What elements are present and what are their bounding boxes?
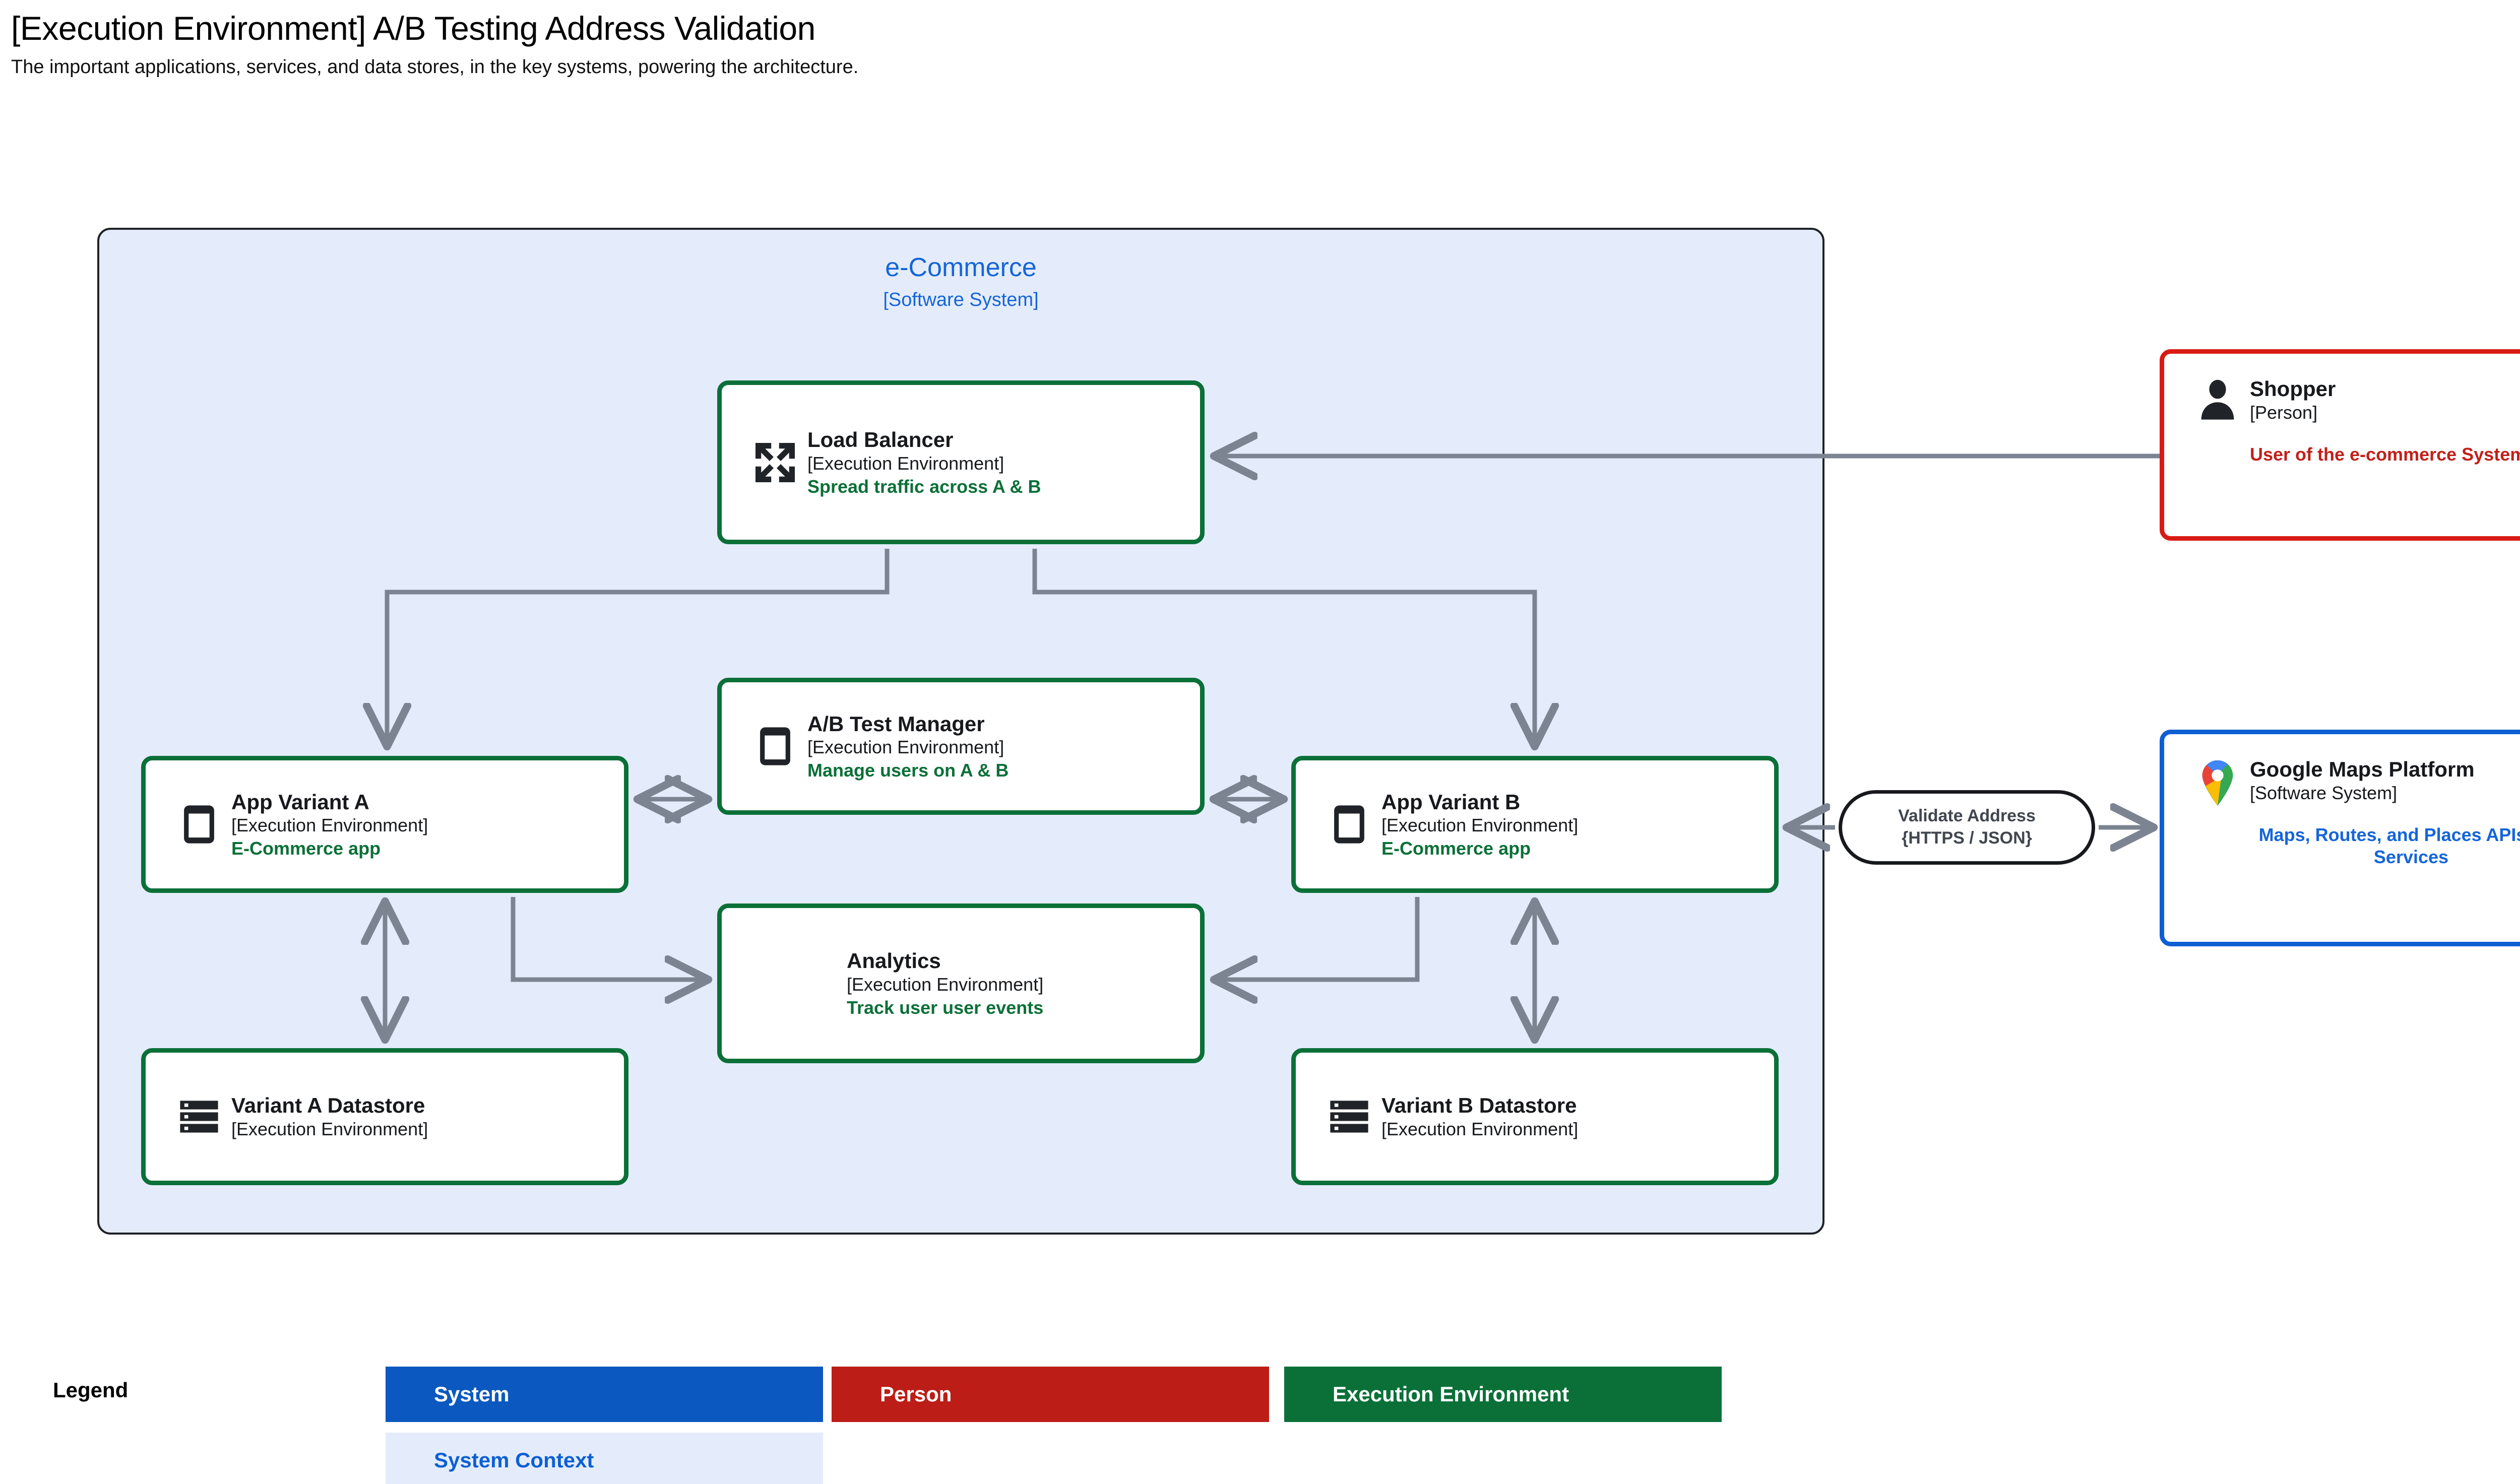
node-app-variant-a-text: App Variant A [Execution Environment] E-…	[231, 790, 624, 860]
node-title: Variant A Datastore	[231, 1093, 425, 1118]
node-title: Variant B Datastore	[1381, 1093, 1577, 1118]
node-description: E-Commerce app	[1381, 838, 1531, 859]
scatter-arrows-icon	[743, 436, 807, 489]
legend-item-system-context: System Context	[386, 1433, 823, 1484]
node-title: App Variant B	[1381, 790, 1521, 814]
node-description: Track user user events	[847, 997, 1044, 1018]
page-title: [Execution Environment] A/B Testing Addr…	[11, 10, 815, 47]
node-type: [Execution Environment]	[807, 453, 1004, 474]
google-maps-pin-icon	[2185, 757, 2250, 809]
app-window-icon	[1317, 801, 1381, 848]
edge-label-protocol: {HTTPS / JSON}	[1902, 828, 2032, 848]
node-google-maps-platform[interactable]: Google Maps Platform [Software System] M…	[2160, 730, 2520, 946]
node-title: App Variant A	[231, 790, 369, 814]
node-type: [Software System]	[2250, 782, 2398, 803]
node-type: [Person]	[2250, 402, 2318, 423]
edge-label-title: Validate Address	[1898, 806, 2036, 826]
node-variant-a-datastore[interactable]: Variant A Datastore [Execution Environme…	[141, 1048, 628, 1185]
node-variant-b-datastore[interactable]: Variant B Datastore [Execution Environme…	[1291, 1048, 1779, 1185]
server-rack-icon	[167, 1092, 231, 1141]
app-window-icon	[167, 801, 231, 848]
legend-label: Legend	[53, 1378, 129, 1402]
node-title: Analytics	[847, 949, 941, 973]
node-ab-test-manager[interactable]: A/B Test Manager [Execution Environment]…	[717, 678, 1205, 815]
node-type: [Execution Environment]	[807, 737, 1004, 758]
node-type: [Execution Environment]	[231, 815, 428, 836]
legend-item-person: Person	[832, 1367, 1269, 1422]
node-app-variant-b-text: App Variant B [Execution Environment] E-…	[1381, 790, 1774, 860]
node-type: [Execution Environment]	[1381, 815, 1579, 836]
node-google-maps-platform-text: Google Maps Platform [Software System] M…	[2250, 757, 2520, 868]
node-description: Spread traffic across A & B	[807, 476, 1041, 497]
node-title: Load Balancer	[807, 428, 954, 452]
boundary-subtitle: [Software System]	[883, 289, 1039, 310]
node-title: Shopper	[2250, 377, 2336, 401]
node-app-variant-b[interactable]: App Variant B [Execution Environment] E-…	[1291, 756, 1779, 893]
person-icon	[2185, 376, 2250, 425]
node-ab-test-manager-text: A/B Test Manager [Execution Environment]…	[807, 712, 1200, 782]
node-load-balancer[interactable]: Load Balancer [Execution Environment] Sp…	[717, 380, 1205, 544]
node-shopper-text: Shopper [Person] User of the e-commerce …	[2250, 376, 2520, 466]
node-type: [Execution Environment]	[847, 974, 1044, 995]
node-description: User of the e-commerce System	[2250, 444, 2520, 465]
legend-item-execution-environment: Execution Environment	[1284, 1367, 1722, 1422]
node-variant-a-datastore-text: Variant A Datastore [Execution Environme…	[231, 1093, 624, 1140]
node-type: [Execution Environment]	[231, 1118, 428, 1139]
boundary-title: e-Commerce	[885, 253, 1037, 282]
node-description: Manage users on A & B	[807, 760, 1009, 781]
node-load-balancer-text: Load Balancer [Execution Environment] Sp…	[807, 427, 1200, 497]
app-window-icon	[743, 723, 807, 769]
node-app-variant-a[interactable]: App Variant A [Execution Environment] E-…	[141, 756, 628, 893]
node-shopper[interactable]: Shopper [Person] User of the e-commerce …	[2160, 349, 2520, 541]
node-title: Google Maps Platform	[2250, 757, 2475, 781]
page-subtitle: The important applications, services, an…	[11, 56, 859, 78]
node-type: [Execution Environment]	[1381, 1118, 1579, 1139]
node-title: A/B Test Manager	[807, 712, 985, 736]
node-description: E-Commerce app	[231, 838, 381, 859]
node-description: Maps, Routes, and Places APIs and Servic…	[2258, 824, 2520, 867]
node-analytics-text: Analytics [Execution Environment] Track …	[722, 948, 1200, 1018]
node-variant-b-datastore-text: Variant B Datastore [Execution Environme…	[1381, 1093, 1774, 1140]
node-analytics[interactable]: Analytics [Execution Environment] Track …	[717, 904, 1205, 1063]
server-rack-icon	[1317, 1092, 1381, 1141]
legend-item-system: System	[386, 1367, 823, 1422]
edge-label-validate-address: Validate Address {HTTPS / JSON}	[1839, 790, 2095, 865]
